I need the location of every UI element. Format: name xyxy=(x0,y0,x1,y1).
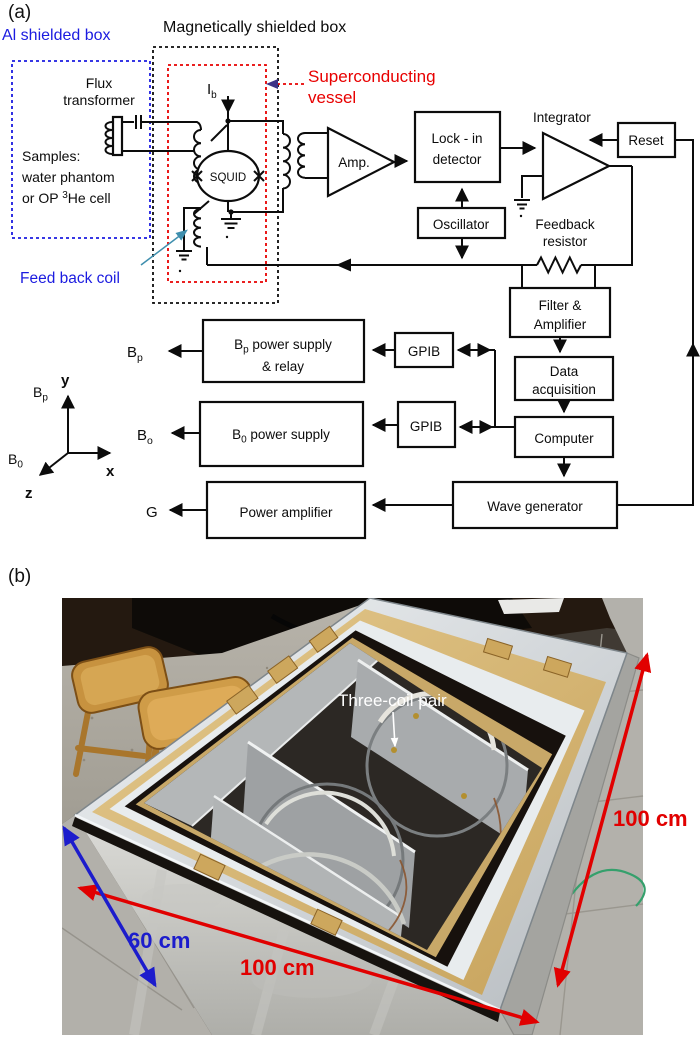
data-acquisition-label-line1: Data xyxy=(550,364,579,379)
flux-transformer-symbol xyxy=(104,115,202,157)
amp-input-coil xyxy=(297,132,306,179)
feedback-line-direction-arrow xyxy=(336,258,351,272)
photo-white-object xyxy=(498,598,564,614)
gpib-bottom-label: GPIB xyxy=(410,419,442,434)
gpib-top-box xyxy=(393,331,455,369)
dim-label-right-100cm: 100 cm xyxy=(613,806,688,831)
feed-back-coil-label: Feed back coil xyxy=(20,270,120,287)
dim-label-bottom-100cm: 100 cm xyxy=(240,955,315,980)
filter-amplifier-label-line1: Filter & xyxy=(539,298,582,313)
dim-arrow-left-60cm xyxy=(62,825,157,988)
gpib-top-label: GPIB xyxy=(408,344,440,359)
feedback-resistor-label-line1: Feedback xyxy=(535,217,595,232)
feedback-network-wiring xyxy=(207,165,633,288)
superconducting-vessel-label-line2: vessel xyxy=(308,88,356,107)
superconducting-vessel-outline xyxy=(167,64,267,283)
samples-label-line1: Samples: xyxy=(22,148,80,164)
amp-label: Amp. xyxy=(338,155,370,170)
integrator-triangle xyxy=(541,131,612,201)
axis-b0-label: B0 xyxy=(8,451,23,471)
filter-amplifier-box xyxy=(508,286,612,339)
al-shielded-box-outline xyxy=(11,60,151,239)
power-amplifier-label: Power amplifier xyxy=(239,505,333,520)
samples-label-line2: water phantom xyxy=(21,169,115,185)
al-shielded-box-title: Al shielded box xyxy=(2,27,111,44)
josephson-junction-crosses xyxy=(191,170,265,182)
bp-power-supply-box xyxy=(201,318,366,384)
coordinate-axes: y x z Bp B0 xyxy=(8,372,115,502)
squid-symbol: SQUID xyxy=(191,149,265,203)
b0-output-label: Bo xyxy=(137,427,153,447)
interior-left-wall xyxy=(144,643,378,826)
input-coil xyxy=(193,129,202,184)
dim-label-left-60cm: 60 cm xyxy=(128,928,190,953)
amp-triangle xyxy=(326,126,397,198)
three-coil-pair-pointer-arrow xyxy=(390,711,399,748)
waveform-return-line xyxy=(617,139,700,506)
bp-power-supply-label-line1: Bp power supply xyxy=(234,337,332,356)
squid-label: SQUID xyxy=(210,172,246,184)
axis-bp-label: Bp xyxy=(33,384,48,404)
apparatus-photo: Three-coil pair 100 cm 100 cm 60 cm xyxy=(62,598,688,1035)
lockin-label-line2: detector xyxy=(433,152,482,167)
flux-transformer-label-line1: Flux xyxy=(86,75,112,91)
lockin-box xyxy=(413,110,502,184)
computer-box xyxy=(513,415,615,459)
three-coil-pair-label: Three-coil pair xyxy=(338,691,447,710)
panel-b-label: (b) xyxy=(8,566,32,587)
power-amplifier-box xyxy=(205,480,367,540)
block-diagram: Magnetically shielded box Al shielded bo… xyxy=(2,19,700,540)
superconducting-vessel-label-line1: Superconducting xyxy=(308,67,436,86)
oscillator-label: Oscillator xyxy=(433,217,490,232)
data-acquisition-label-line2: acquisition xyxy=(532,382,596,397)
photo-annotations: Three-coil pair 100 cm 100 cm 60 cm xyxy=(62,652,688,1026)
feed-back-coil-pointer-arrow xyxy=(140,229,188,266)
bias-current-label: Ib xyxy=(207,81,217,101)
squid-circuit-wiring: Ib xyxy=(176,81,329,273)
integrator-label: Integrator xyxy=(533,110,591,125)
wave-generator-label: Wave generator xyxy=(487,499,583,514)
integrator-ground xyxy=(514,175,543,218)
reset-label: Reset xyxy=(628,133,664,148)
gpib-bus-wiring xyxy=(371,343,515,434)
dim-arrow-right-100cm xyxy=(553,652,652,988)
samples-label-line3: or OP 3He cell xyxy=(22,190,111,206)
flux-transformer-label-line2: transformer xyxy=(63,92,135,108)
axis-x-label: x xyxy=(106,463,115,480)
bp-power-supply-label-line2: & relay xyxy=(262,359,304,374)
axis-y-label: y xyxy=(61,372,70,389)
computer-label: Computer xyxy=(534,431,594,446)
data-acquisition-box xyxy=(513,355,615,402)
superconducting-pointer-arrow xyxy=(266,79,304,89)
magnetically-shielded-box-outline xyxy=(152,46,279,304)
filter-amplifier-label-line2: Amplifier xyxy=(534,317,587,332)
b0-power-supply-label: B0 power supply xyxy=(232,427,330,446)
lockin-label-line1: Lock - in xyxy=(431,131,482,146)
reset-box xyxy=(616,121,677,159)
panel-a-label: (a) xyxy=(8,2,32,23)
feedback-resistor-label-line2: resistor xyxy=(543,234,588,249)
feedback-coil-symbol xyxy=(193,208,202,248)
g-output-label: G xyxy=(146,504,158,521)
resistor-zigzag xyxy=(536,255,582,275)
axis-z-label: z xyxy=(25,485,33,502)
bp-output-label: Bp xyxy=(127,344,143,364)
magnetically-shielded-box-title: Magnetically shielded box xyxy=(163,19,346,36)
